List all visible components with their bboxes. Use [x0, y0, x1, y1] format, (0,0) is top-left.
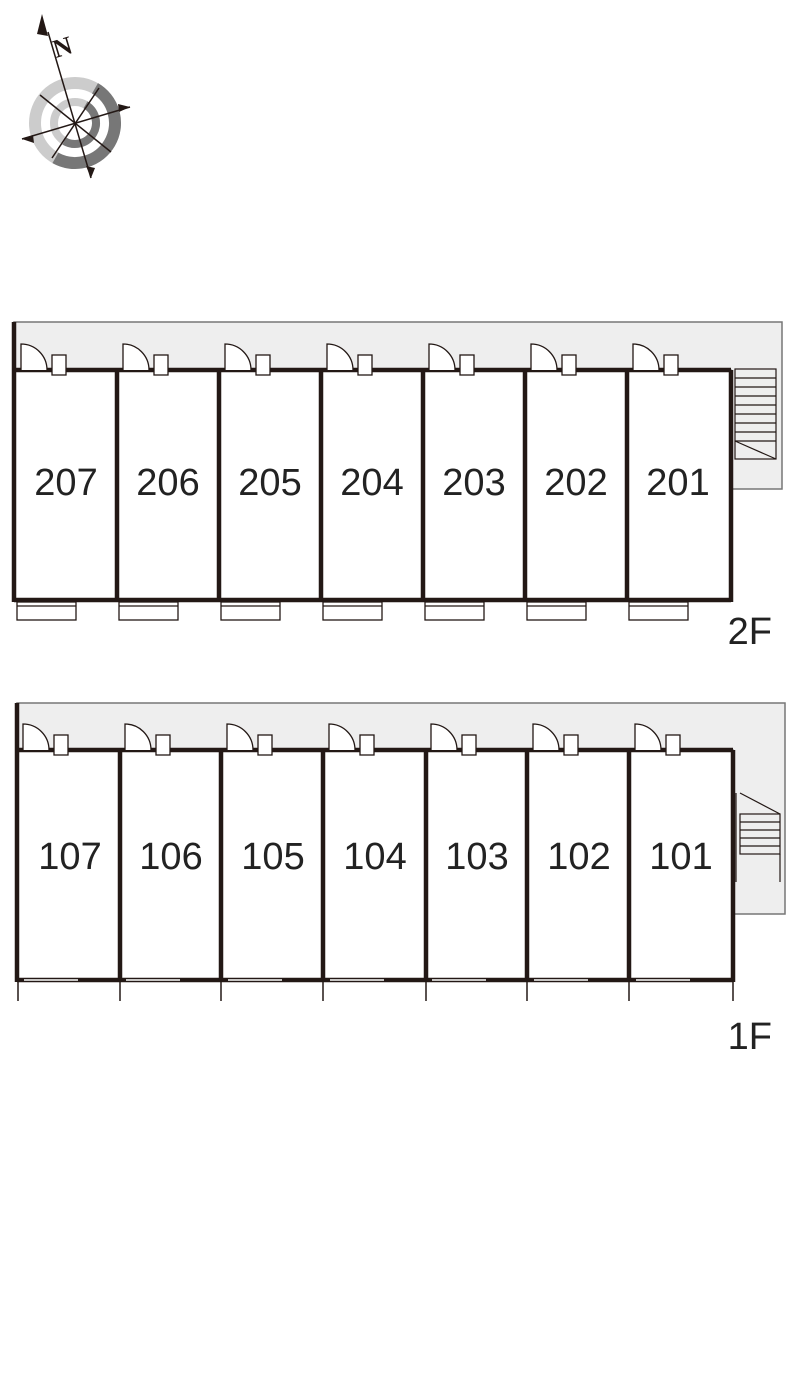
balconies-2f [16, 601, 689, 621]
room-label: 102 [547, 836, 610, 878]
door-icon [530, 343, 577, 376]
doors-1f [22, 723, 681, 756]
floor-1-plan: 107 106 105 104 103 102 101 1F [14, 702, 786, 1058]
door-icon [124, 723, 171, 756]
floor-label-1f: 1F [728, 1016, 772, 1058]
door-icon [224, 343, 271, 376]
room-label: 203 [442, 462, 505, 504]
stairs-1f [735, 792, 781, 882]
room-label: 207 [34, 462, 97, 504]
fence-ticks-1f [17, 980, 734, 1001]
room-label: 204 [340, 462, 403, 504]
room-numbers-2f: 207 206 205 204 203 202 201 [34, 462, 709, 504]
room-numbers-1f: 107 106 105 104 103 102 101 [38, 836, 712, 878]
door-icon [22, 723, 69, 756]
doors-2f [20, 343, 679, 376]
room-label: 206 [136, 462, 199, 504]
door-icon [20, 343, 67, 376]
room-label: 106 [139, 836, 202, 878]
compass-icon: N [21, 14, 131, 179]
compass-north-letter: N [49, 30, 76, 63]
stairs-2f [734, 368, 777, 460]
door-icon [634, 723, 681, 756]
floor-2-plan: 207 206 205 204 203 202 201 2F [11, 321, 783, 653]
room-label: 101 [649, 836, 712, 878]
door-icon [532, 723, 579, 756]
floor-label-2f: 2F [728, 611, 772, 653]
room-label: 104 [343, 836, 406, 878]
room-label: 107 [38, 836, 101, 878]
room-label: 201 [646, 462, 709, 504]
door-icon [428, 343, 475, 376]
door-icon [632, 343, 679, 376]
room-label: 105 [241, 836, 304, 878]
door-icon [122, 343, 169, 376]
room-label: 202 [544, 462, 607, 504]
room-label: 205 [238, 462, 301, 504]
room-label: 103 [445, 836, 508, 878]
door-icon [328, 723, 375, 756]
door-icon [430, 723, 477, 756]
door-icon [326, 343, 373, 376]
door-icon [226, 723, 273, 756]
